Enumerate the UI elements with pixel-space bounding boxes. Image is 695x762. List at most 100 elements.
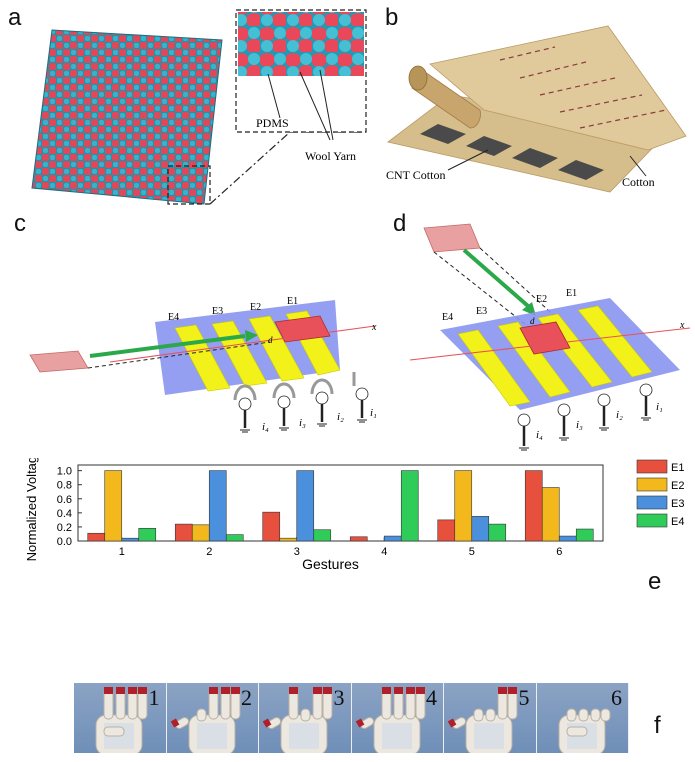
electrode-label-c-1: E1: [287, 296, 298, 307]
bar-E1-gesture-2: [174, 523, 193, 542]
legend-label-E1: E1: [671, 462, 684, 474]
current-label-d-4: i₄: [536, 429, 543, 441]
current-label-c-3: i₃: [299, 417, 306, 429]
panel-label-b: b: [385, 4, 399, 31]
gesture-photo-4: 4: [351, 683, 444, 753]
bar-E2-gesture-5: [454, 470, 473, 542]
glove-illustration: [558, 708, 610, 753]
gesture-number-label: 4: [426, 685, 437, 710]
bar-E1-gesture-6: [524, 470, 543, 542]
panel-label-f: f: [654, 712, 661, 739]
electrode-label-d-1: E1: [566, 288, 577, 299]
bar-E4-gesture-3: [313, 529, 332, 542]
panel-label-d: d: [393, 210, 407, 237]
glove-illustration: [95, 687, 148, 753]
gesture-photo-6: 6: [536, 683, 629, 753]
panel-label-c: c: [14, 210, 26, 237]
axis-d-d: d: [530, 316, 535, 326]
y-tick-label: 1.0: [57, 466, 72, 478]
wool-yarn-label: Wool Yarn: [305, 149, 356, 163]
bar-E2-gesture-3: [279, 537, 298, 542]
electrode-label-d-4: E4: [442, 312, 453, 323]
gesture-number-label: 2: [241, 685, 252, 710]
cnt-strips: [420, 124, 604, 180]
y-tick-label: 0.0: [57, 536, 72, 548]
cotton-pointer: [629, 155, 647, 177]
bar-E3-gesture-1: [121, 537, 140, 542]
glove-illustration: [447, 687, 518, 753]
cnt-cotton-label: CNT Cotton: [386, 168, 445, 182]
cotton-top-sheet: [429, 25, 687, 151]
x-axis-label: Gestures: [302, 556, 359, 572]
gesture-number-label: 1: [148, 685, 160, 710]
gesture-photo-3: 3: [259, 683, 352, 753]
bar-E4-gesture-1: [138, 528, 157, 542]
electrode-label-c-4: E4: [168, 312, 179, 323]
electrode-label-d-2: E2: [536, 294, 547, 305]
x-tick-label: 2: [206, 546, 212, 558]
panel-label-a: a: [8, 4, 22, 31]
panel-a-illustration: PDMS Wool Yarn: [31, 9, 367, 205]
bar-E1-gesture-1: [87, 532, 106, 542]
current-label-d-3: i₃: [576, 419, 583, 431]
bar-E3-gesture-2: [208, 470, 227, 542]
current-label-c-4: i₄: [262, 421, 269, 433]
legend-swatch-E1: [636, 459, 668, 474]
glove-illustration: [355, 687, 425, 753]
bar-E3-gesture-5: [471, 516, 490, 542]
axis-d-c: d: [268, 335, 273, 345]
cnt-pointer: [447, 149, 489, 171]
bar-E3-gesture-6: [558, 535, 577, 542]
plot-frame: [77, 464, 604, 542]
y-tick-label: 0.2: [57, 522, 72, 534]
bar-E1-gesture-5: [437, 519, 456, 542]
bar-E4-gesture-6: [575, 528, 594, 542]
panel-d-illustration: x d E4 E3 E2 E1: [409, 223, 691, 451]
x-tick-label: 6: [556, 546, 562, 558]
x-axis-c: [109, 325, 376, 363]
moving-object-c: [29, 350, 89, 373]
axis-x-d: x: [679, 320, 685, 331]
current-label-d-1: i₁: [656, 401, 663, 413]
bar-E4-gesture-5: [488, 523, 507, 542]
legend-swatch-E2: [636, 477, 668, 492]
legend-swatch-E3: [636, 495, 668, 510]
ammeters-c: [233, 372, 369, 433]
motion-arrow-c: [89, 334, 246, 358]
woven-fabric: [31, 29, 223, 205]
path-dashed-c: [87, 341, 271, 369]
zoom-region-box: [167, 165, 211, 205]
moving-object-d: [423, 223, 481, 253]
bar-E2-gesture-1: [104, 470, 123, 542]
gesture-photo-2: 2: [166, 683, 259, 753]
panel-label-e: e: [648, 568, 662, 595]
ammeters-d: [517, 383, 653, 451]
legend-label-E2: E2: [671, 480, 684, 492]
x-tick-label: 4: [381, 546, 387, 558]
motion-arrow-d: [462, 248, 530, 308]
bar-E4-gesture-4: [400, 470, 419, 542]
wool-pointer-1: [299, 71, 331, 141]
legend-swatch-E4: [636, 513, 668, 528]
slider-block-c: [274, 315, 331, 343]
gesture-number-label: 5: [518, 685, 530, 710]
bar-E1-gesture-4: [349, 536, 368, 542]
glove-illustration: [262, 687, 333, 753]
gesture-photo-1: 1: [74, 683, 167, 753]
bar-E4-gesture-2: [225, 534, 244, 542]
x-tick-label: 3: [294, 546, 300, 558]
y-axis-label: Normalized Voltage: [24, 458, 39, 561]
wool-pointer-2: [319, 69, 334, 141]
bar-E2-gesture-6: [541, 487, 560, 542]
cotton-roll: [411, 69, 481, 129]
y-tick-label: 0.4: [57, 508, 72, 520]
current-label-c-2: i₂: [337, 411, 344, 423]
cotton-label: Cotton: [622, 175, 655, 189]
current-label-c-1: i₁: [370, 407, 377, 419]
bar-E1-gesture-3: [262, 511, 281, 542]
current-label-d-2: i₂: [616, 409, 623, 421]
zoom-connector: [209, 131, 291, 205]
legend-label-E4: E4: [671, 516, 684, 528]
